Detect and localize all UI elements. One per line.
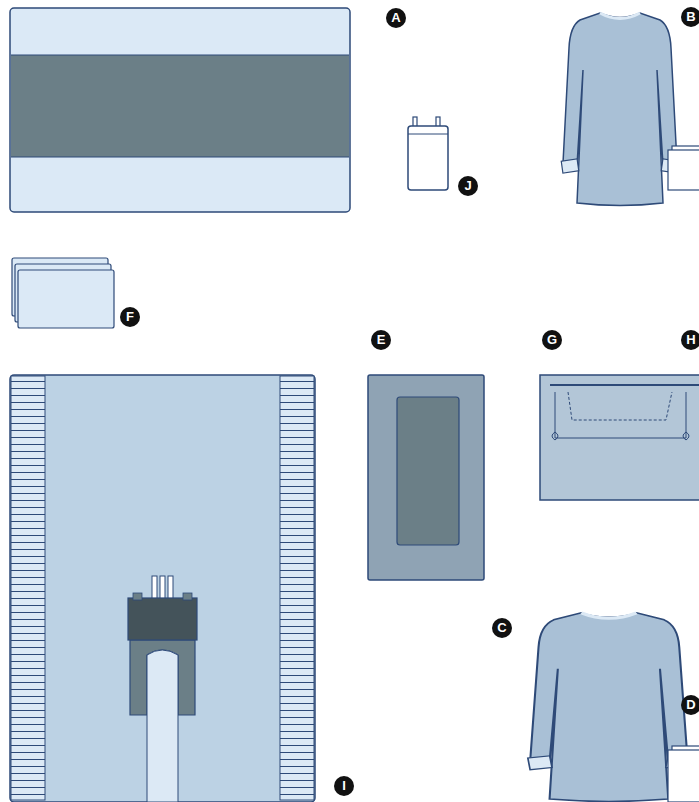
table-cover [10, 8, 350, 212]
callout-letter: C [492, 618, 512, 638]
callout-letter: A [386, 8, 406, 28]
hand-towel [668, 146, 699, 190]
fenestrated-drape [368, 375, 484, 580]
callout-letter: D [681, 695, 699, 715]
instrument-cover [540, 375, 699, 500]
callout-letter: E [371, 330, 391, 350]
solution-bottle [408, 117, 448, 190]
lithotomy-drape [10, 375, 315, 802]
callout-letter: B [681, 7, 699, 27]
callout-letter: F [120, 307, 140, 327]
callout-letter: H [681, 330, 699, 350]
surgical-gown [528, 613, 690, 802]
hand-towel [668, 746, 699, 802]
stacked-drapes [12, 258, 114, 328]
surgical-gown [561, 13, 679, 206]
callout-letter: J [458, 176, 478, 196]
callout-letter: I [334, 776, 354, 796]
callout-letter: G [542, 330, 562, 350]
